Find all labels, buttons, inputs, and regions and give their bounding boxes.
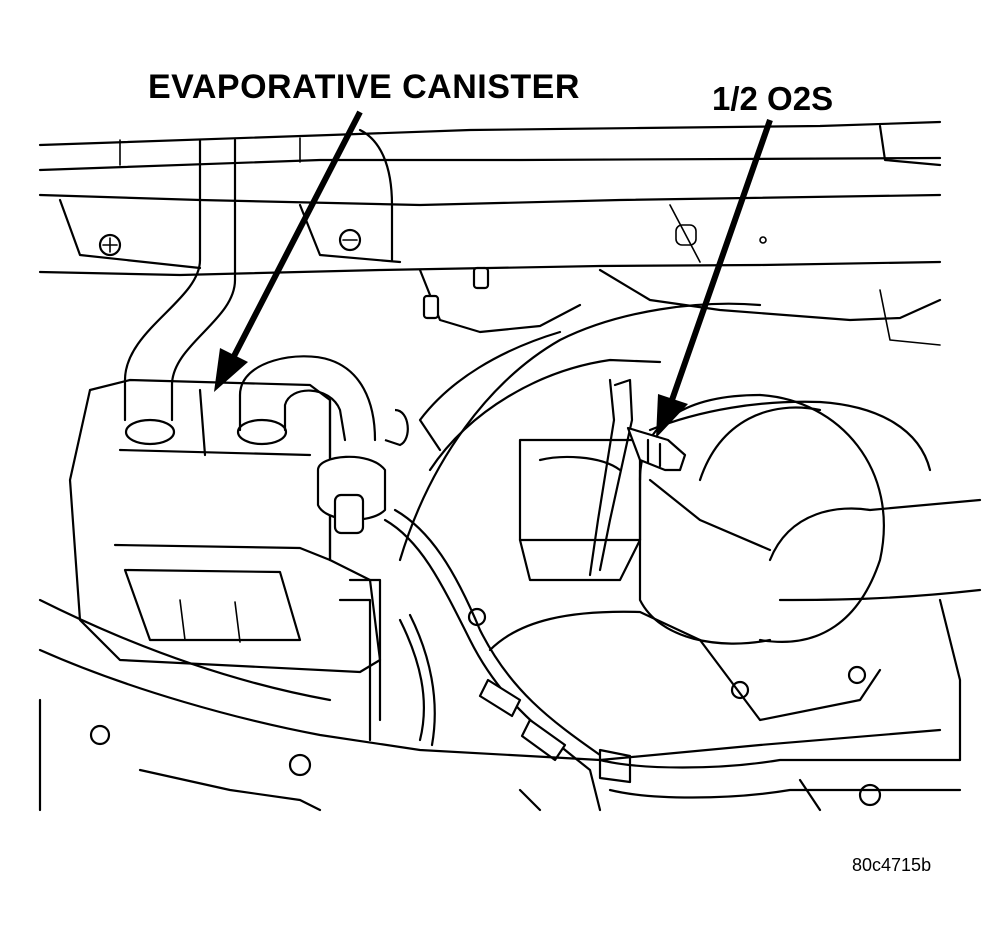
bolt-heads — [89, 228, 882, 807]
o2s-callout-arrow — [656, 119, 773, 438]
canister-hoses — [123, 128, 394, 442]
evaporative-canister-label: EVAPORATIVE CANISTER — [148, 68, 580, 106]
lower-chassis — [38, 598, 962, 812]
o2-sensor-label: 1/2 O2S — [712, 80, 834, 117]
purge-valve — [316, 408, 409, 535]
heat-shield — [518, 378, 642, 582]
o2-sensor — [626, 426, 687, 472]
frame-rails — [38, 120, 942, 346]
fuel-vapor-lines — [338, 508, 632, 812]
canister-callout-arrow — [214, 110, 363, 392]
figure-id: 80c4715b — [852, 855, 932, 875]
evaporative-canister — [68, 378, 382, 674]
exhaust-pipe — [398, 302, 982, 645]
